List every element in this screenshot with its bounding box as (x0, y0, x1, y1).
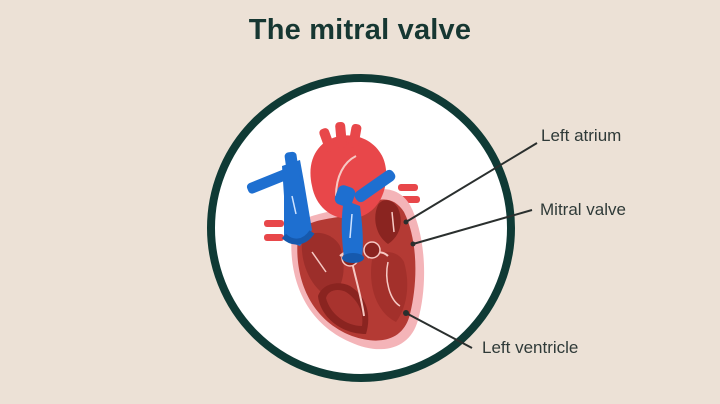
pulmonary-veins-left (264, 220, 284, 241)
leader-line-left-ventricle (405, 312, 473, 349)
vena-cava-cuff (281, 230, 315, 245)
flow-highlights (311, 211, 401, 307)
leader-line-mitral-valve (412, 209, 533, 245)
pointer-dot-left-ventricle (403, 310, 409, 316)
pulmonary-artery-branch-right (354, 169, 396, 203)
label-left-atrium: Left atrium (541, 126, 622, 145)
label-mitral-valve: Mitral valve (540, 200, 626, 219)
vena-cava-branch-left (246, 169, 290, 194)
aorta-highlight (335, 155, 357, 197)
label-left-ventricle: Left ventricle (482, 338, 579, 357)
superior-vena-cava (282, 160, 312, 246)
vena-cava-highlight (291, 195, 297, 215)
septum-line (351, 261, 365, 317)
leader-line-left-atrium (405, 142, 538, 223)
pulmonary-artery (341, 200, 363, 258)
vena-cava-branch-top (284, 151, 300, 181)
pulmonary-artery-cuff (342, 253, 364, 263)
diagram-title: The mitral valve (248, 14, 472, 46)
aortic-branches (319, 121, 362, 152)
pulmonary-artery-branch-left (334, 185, 356, 207)
heart-illustration (246, 121, 425, 350)
pulmonary-artery-highlight (349, 213, 353, 239)
right-ventricle-inner (326, 290, 363, 326)
right-atrium-chamber (301, 232, 344, 298)
left-atrium-chamber (375, 200, 401, 244)
pointer-dot-mitral-valve (410, 241, 416, 247)
pointer-dot-left-atrium (403, 219, 409, 225)
leader-lines (403, 142, 538, 349)
